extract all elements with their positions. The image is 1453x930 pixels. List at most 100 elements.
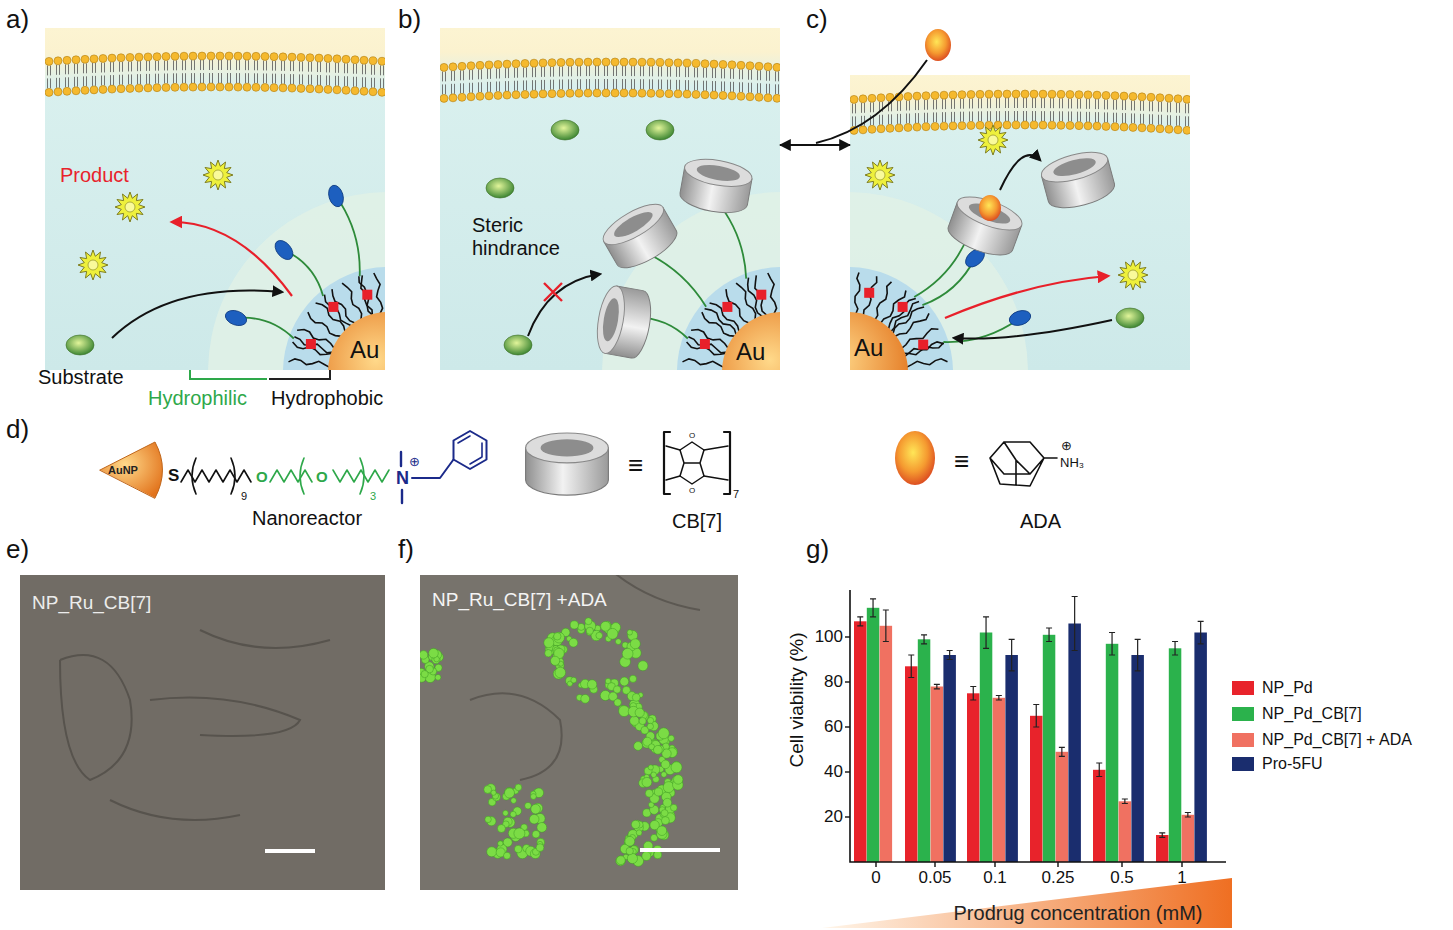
- error-bar: [870, 599, 876, 617]
- atom-label: N: [396, 468, 409, 489]
- lipid-tail: [758, 70, 761, 93]
- substrate-molecule: [1116, 308, 1144, 328]
- hydrophilic-shell: [208, 192, 385, 370]
- axis-tick: [934, 862, 935, 867]
- cb7-barrel: [598, 197, 683, 276]
- chemical-structures: [360, 458, 364, 494]
- lipid-head: [877, 125, 885, 133]
- lipid-head: [252, 52, 260, 60]
- lipid-head: [99, 54, 107, 62]
- lipid-head: [548, 59, 556, 67]
- lipid-tail: [1015, 98, 1018, 121]
- axis-title: Cell viability (%): [786, 632, 808, 767]
- ligand: [888, 298, 916, 330]
- tick-label: 0: [871, 868, 880, 888]
- tick-label: 60: [824, 717, 843, 737]
- ligand: [768, 273, 777, 315]
- cb7-cavity: [600, 297, 622, 343]
- lipid-head: [243, 83, 251, 91]
- ligand: [705, 309, 737, 336]
- lipid-tail: [659, 66, 662, 89]
- lipid-tail: [524, 67, 527, 90]
- lipid-head: [1039, 121, 1047, 129]
- legend-swatch: [1232, 707, 1254, 721]
- fluorescence-spots: [420, 618, 683, 867]
- error-bar: [1072, 597, 1078, 651]
- lipid-tail: [731, 69, 734, 92]
- tick-label: 0.1: [983, 868, 1007, 888]
- lipid-head: [315, 85, 323, 93]
- product-molecule: [978, 125, 1008, 155]
- lipid-tail: [1132, 100, 1135, 123]
- lipid-head: [683, 59, 691, 67]
- lipid-head: [755, 62, 763, 70]
- fluorescence-spot: [626, 847, 633, 854]
- bar: [1043, 635, 1056, 862]
- lipid-tail: [776, 71, 779, 94]
- lipid-head: [1003, 90, 1011, 98]
- fluorescence-spot: [569, 638, 578, 647]
- fluorescence-spot: [622, 648, 633, 659]
- lipid-tail: [1123, 100, 1126, 123]
- lipid-head: [1030, 90, 1038, 98]
- lipid-head: [1129, 123, 1137, 131]
- lipid-head: [1066, 90, 1074, 98]
- lipid-head: [162, 52, 170, 60]
- fluorescence-spot: [613, 686, 620, 693]
- fluorescence-spot: [661, 817, 669, 825]
- lipid-tail: [1051, 98, 1054, 121]
- bar: [1005, 655, 1018, 862]
- catalyst-square: [700, 339, 710, 349]
- lipid-tail: [916, 100, 919, 123]
- fluorescence-spot: [514, 845, 522, 853]
- lipid-head: [710, 91, 718, 99]
- legend-swatch: [1232, 681, 1254, 695]
- micrograph-e-art: [60, 655, 132, 780]
- peg-chain: [270, 470, 389, 482]
- lipid-tail: [354, 64, 357, 87]
- scheme-a-art: [45, 28, 385, 370]
- lipid-tail: [587, 66, 590, 89]
- ligand: [342, 283, 362, 321]
- reaction-arrow: [112, 290, 282, 338]
- lipid-head: [728, 61, 736, 69]
- reaction-arrow: [1000, 155, 1040, 190]
- lipid-tail: [452, 71, 455, 94]
- lipid-head: [108, 54, 116, 62]
- ligand: [736, 283, 756, 321]
- lipid-head: [904, 92, 912, 100]
- fluorescence-spot: [554, 633, 561, 640]
- bar: [1182, 815, 1195, 862]
- fluorescence-spot: [544, 638, 554, 648]
- lipid-head: [746, 93, 754, 101]
- legend-swatch: [1232, 757, 1254, 771]
- fluorescence-spot: [645, 789, 653, 797]
- lipid-head: [1165, 125, 1173, 133]
- cb7-barrel: [944, 190, 1026, 262]
- legend-text: Pro-5FU: [1262, 755, 1322, 773]
- charge-sign: ⊕: [1061, 439, 1072, 454]
- legend-text: NP_Pd: [1262, 679, 1313, 697]
- peg-chain: [914, 236, 968, 297]
- lipid-tail: [695, 67, 698, 90]
- tick-label: 80: [824, 672, 843, 692]
- lipid-tail: [853, 103, 856, 126]
- fluorescence-spot: [554, 632, 565, 643]
- error-bar: [1122, 799, 1128, 804]
- structure-name: ADA: [1020, 510, 1061, 533]
- bar: [1131, 655, 1144, 862]
- lipid-head: [261, 83, 269, 91]
- product-molecule: [213, 170, 223, 180]
- fluorescence-spot: [657, 826, 667, 836]
- lipid-tail: [165, 60, 168, 83]
- lipid-head: [63, 87, 71, 95]
- lipid-head: [476, 92, 484, 100]
- lipid-head: [1138, 93, 1146, 101]
- lipid-tail: [255, 60, 258, 83]
- panel-letter: e): [6, 535, 29, 565]
- lipid-head: [665, 90, 673, 98]
- guest-path: [816, 60, 927, 143]
- lipid-head: [306, 85, 314, 93]
- lipid-head: [315, 54, 323, 62]
- lipid-head: [189, 52, 197, 60]
